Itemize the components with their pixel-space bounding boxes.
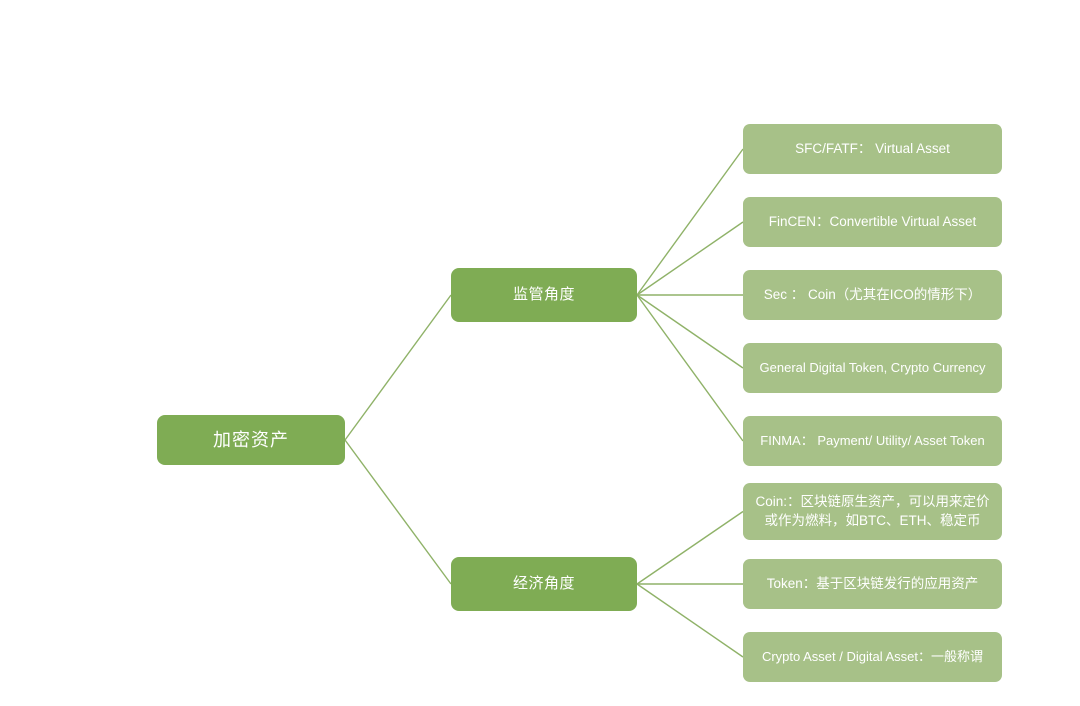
leaf-node-general-digital-token[interactable]: General Digital Token, Crypto Currency <box>743 343 1002 393</box>
leaf-node-finma[interactable]: FINMA： Payment/ Utility/ Asset Token <box>743 416 1002 466</box>
connector-root-to-economic <box>344 439 452 585</box>
branch-node-economic[interactable]: 经济角度 <box>451 557 637 611</box>
connector-regulatory-to-fincen <box>636 221 744 296</box>
leaf-node-crypto-asset[interactable]: Crypto Asset / Digital Asset：一般称谓 <box>743 632 1002 682</box>
connector-root-to-regulatory <box>344 294 452 441</box>
leaf-node-token[interactable]: Token：基于区块链发行的应用资产 <box>743 559 1002 609</box>
root-node[interactable]: 加密资产 <box>157 415 345 465</box>
connector-economic-to-crypto-asset <box>636 583 744 658</box>
branch-node-regulatory[interactable]: 监管角度 <box>451 268 637 322</box>
connector-regulatory-to-general-digital-token <box>636 294 744 369</box>
leaf-node-sfc-fatf[interactable]: SFC/FATF： Virtual Asset <box>743 124 1002 174</box>
leaf-node-fincen[interactable]: FinCEN：Convertible Virtual Asset <box>743 197 1002 247</box>
leaf-node-sec[interactable]: Sec ： Coin（尤其在ICO的情形下） <box>743 270 1002 320</box>
connector-regulatory-to-finma <box>636 294 744 442</box>
leaf-node-coin[interactable]: Coin:：区块链原生资产，可以用来定价 或作为燃料，如BTC、ETH、稳定币 <box>743 483 1002 540</box>
connector-regulatory-to-sfc-fatf <box>636 148 744 296</box>
connector-economic-to-coin <box>636 510 744 585</box>
